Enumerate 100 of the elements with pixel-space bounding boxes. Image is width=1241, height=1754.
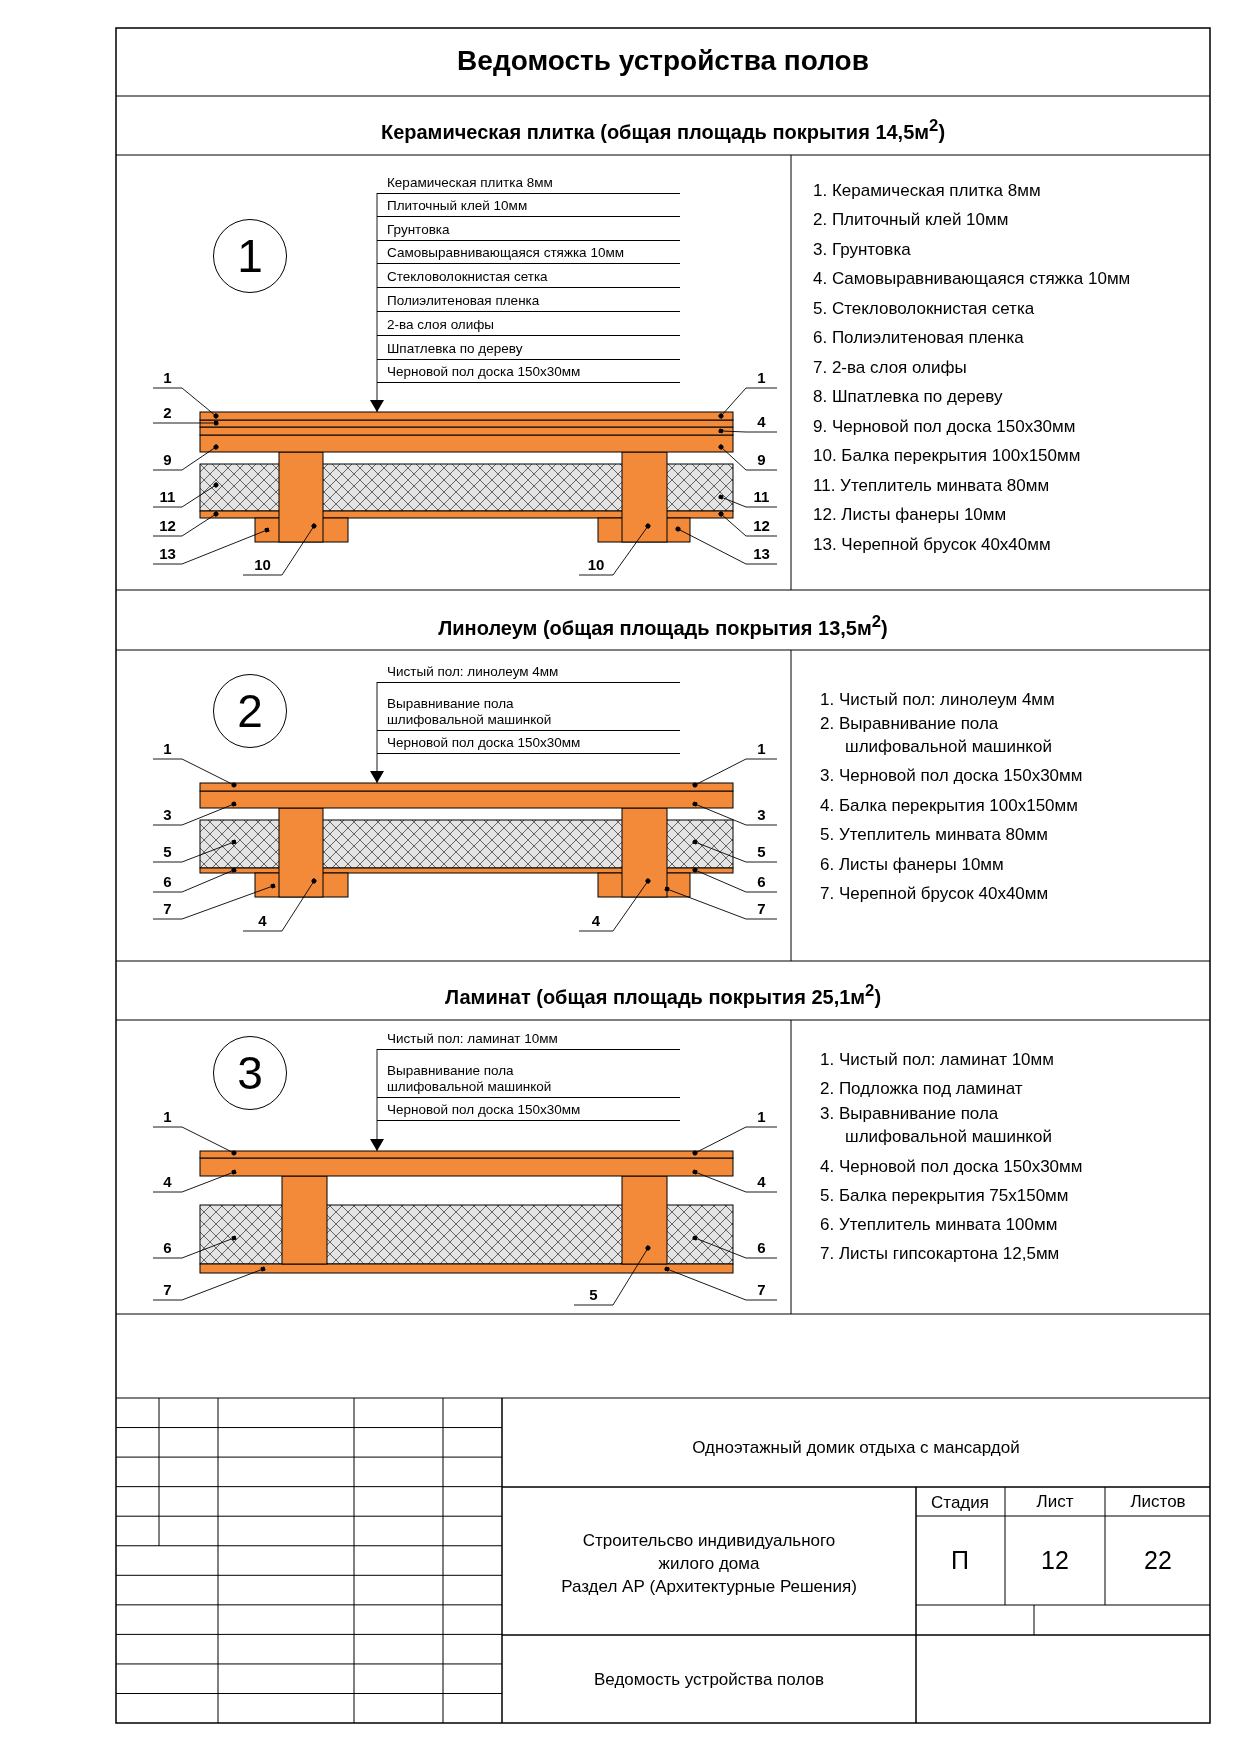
- layer-list-item: 7. Листы гипсокартона 12,5мм: [820, 1242, 1060, 1265]
- layer-list-item: 4. Черновой пол доска 150x30мм: [820, 1155, 1083, 1178]
- callout-number: 1: [163, 370, 172, 386]
- callout-number: 4: [163, 1174, 172, 1190]
- title-block-text: П: [951, 1545, 969, 1576]
- layer-label: Чистый пол: линолеум 4мм: [377, 659, 680, 683]
- layer-label: Черновой пол доска 150x30мм: [377, 1097, 680, 1121]
- title-block-text: Стадия: [931, 1491, 989, 1514]
- callout-number: 1: [757, 370, 766, 386]
- layer-list-item: 1. Чистый пол: ламинат 10мм: [820, 1048, 1054, 1071]
- layer-label: Грунтовка: [377, 216, 680, 241]
- section-number-circle: 1: [213, 219, 287, 293]
- title-block-text: Строительсво индивидуального жилого дома: [581, 1529, 837, 1575]
- layer-list-item: 4. Балка перекрытия 100x150мм: [820, 794, 1078, 817]
- title-block-text: Раздел АР (Архитектурные Решения): [561, 1575, 857, 1598]
- callout-number: 1: [757, 741, 766, 757]
- layer-list-item: 10. Балка перекрытия 100x150мм: [813, 445, 1081, 467]
- callout-number: 11: [753, 489, 770, 505]
- title-block-text: Одноэтажный домик отдыха с мансардой: [692, 1436, 1020, 1459]
- callout-number: 4: [757, 1174, 766, 1190]
- callout-number: 6: [757, 1240, 766, 1256]
- callout-number: 9: [757, 452, 766, 468]
- layer-label: Выравнивание пола шлифовальной машинкой: [377, 1049, 680, 1098]
- layer-list-item: 3. Черновой пол доска 150x30мм: [820, 764, 1083, 787]
- layer-list-item: 7. 2-ва слоя олифы: [813, 356, 967, 379]
- section-heading: Линолеум (общая площадь покрытия 13,5м$^{2}$): [438, 610, 888, 641]
- layer-label: Чистый пол: ламинат 10мм: [377, 1026, 680, 1050]
- callout-number: 13: [753, 546, 770, 562]
- callout-number: 7: [163, 901, 172, 917]
- callout-number: 4: [258, 913, 267, 929]
- callout-number: 10: [254, 557, 271, 573]
- layer-list-item: 9. Черновой пол доска 150x30мм: [813, 415, 1076, 438]
- callout-number: 4: [757, 414, 766, 430]
- joist-beam: [278, 807, 324, 898]
- layer-list-item: 2. Плиточный клей 10мм: [813, 209, 1009, 231]
- layer-list-item: 2. Выравнивание пола шлифовальной машинкой: [820, 712, 1053, 758]
- layer-list-item: 3. Грунтовка: [813, 238, 911, 261]
- title-block-text: Лист: [1036, 1490, 1074, 1513]
- callout-number: 6: [163, 1240, 172, 1256]
- layer-list-item: 1. Чистый пол: линолеум 4мм: [820, 688, 1055, 711]
- joist-beam: [621, 451, 668, 543]
- callout-number: 6: [757, 874, 766, 890]
- layer-list-item: 5. Утеплитель минвата 80мм: [820, 823, 1048, 846]
- layer-label: Выравнивание пола шлифовальной машинкой: [377, 682, 680, 731]
- layer-label: 2-ва слоя олифы: [377, 311, 680, 336]
- layer-list-item: 12. Листы фанеры 10мм: [813, 504, 1007, 526]
- callout-number: 3: [757, 807, 766, 823]
- callout-number: 7: [163, 1282, 172, 1298]
- callout-number: 5: [163, 844, 172, 860]
- callout-number: 6: [163, 874, 172, 890]
- section-number-circle: 2: [213, 674, 287, 748]
- drywall-sheet: [199, 1263, 734, 1274]
- callout-number: 1: [163, 741, 172, 757]
- callout-number: 5: [757, 844, 766, 860]
- title-block-text: 12: [1041, 1545, 1069, 1576]
- layer-list-item: 6. Листы фанеры 10мм: [820, 853, 1004, 876]
- layer-list-item: 2. Подложка под ламинат: [820, 1077, 1023, 1100]
- layer-list-item: 1. Керамическая плитка 8мм: [813, 179, 1041, 202]
- floor-layer: [199, 782, 734, 792]
- joist-beam: [278, 451, 324, 543]
- joist-beam: [621, 1175, 668, 1265]
- layer-list-item: 7. Черепной брусок 40x40мм: [820, 882, 1049, 905]
- callout-number: 3: [163, 807, 172, 823]
- layer-list-item: 3. Выравнивание пола шлифовальной машинкой: [820, 1102, 1053, 1148]
- floor-layer: [199, 1150, 734, 1159]
- layer-list-item: 6. Полиэлитеновая пленка: [813, 327, 1024, 349]
- callout-number: 5: [589, 1287, 598, 1303]
- layer-list-item: 8. Шпатлевка по дереву: [813, 386, 1003, 408]
- joist-beam: [621, 807, 668, 898]
- title-block-text: Ведомость устройства полов: [594, 1668, 824, 1691]
- title-block-text: Листов: [1130, 1490, 1186, 1513]
- layer-label: Черновой пол доска 150x30мм: [377, 359, 680, 383]
- callout-number: 1: [163, 1109, 172, 1125]
- callout-number: 12: [159, 518, 176, 534]
- layer-list-item: 11. Утеплитель минвата 80мм: [813, 474, 1050, 497]
- callout-number: 2: [163, 405, 172, 421]
- callout-number: 1: [757, 1109, 766, 1125]
- section-heading: Ламинат (общая площадь покрытия 25,1м$^{2}$): [444, 979, 882, 1010]
- layer-list-item: 5. Балка перекрытия 75x150мм: [820, 1184, 1069, 1207]
- callout-number: 13: [159, 546, 176, 562]
- layer-label: Шпатлевка по дереву: [377, 335, 680, 360]
- layer-label: Самовыравнивающаяся стяжка 10мм: [377, 240, 680, 264]
- joist-beam: [281, 1175, 328, 1265]
- callout-number: 7: [757, 901, 766, 917]
- layer-label: Керамическая плитка 8мм: [377, 170, 680, 194]
- layer-label: Полиэлитеновая пленка: [377, 287, 680, 312]
- callout-number: 11: [159, 489, 176, 505]
- title-block-text: 22: [1144, 1545, 1172, 1576]
- callout-number: 10: [587, 557, 605, 573]
- layer-list-item: 6. Утеплитель минвата 100мм: [820, 1213, 1058, 1236]
- layer-label: Черновой пол доска 150x30мм: [377, 730, 680, 754]
- callout-number: 7: [757, 1282, 766, 1298]
- layer-list-item: 4. Самовыравнивающаяся стяжка 10мм: [813, 268, 1131, 290]
- callout-number: 9: [163, 452, 172, 468]
- section-heading: Керамическая плитка (общая площадь покрытия 14,5м$^{2}$): [380, 114, 946, 145]
- layer-list-item: 13. Черепной брусок 40x40мм: [813, 533, 1051, 556]
- layer-list-item: 5. Стекловолокнистая сетка: [813, 297, 1035, 320]
- floor-layer: [199, 411, 734, 421]
- layer-label: Стекловолокнистая сетка: [377, 263, 680, 288]
- callout-number: 12: [753, 518, 770, 534]
